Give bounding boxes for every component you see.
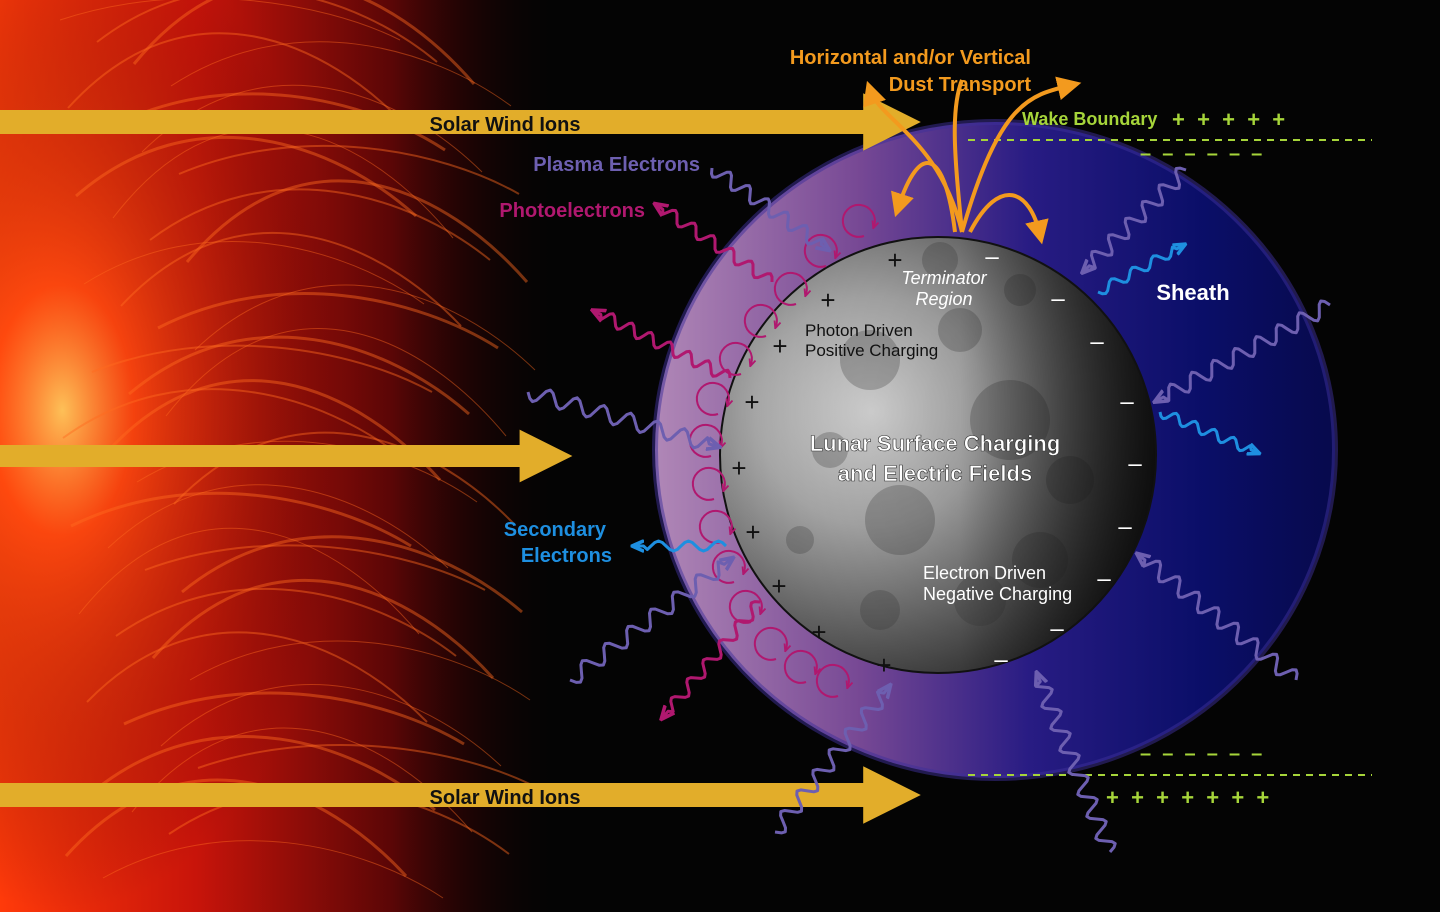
plus-charge: + (876, 650, 891, 680)
wake-boundary-label: Wake Boundary (1022, 109, 1157, 129)
dust-transport-label-1: Horizontal and/or Vertical (790, 47, 1031, 69)
moon (719, 236, 1157, 674)
wake-top-plus: + + + + + (1172, 107, 1285, 132)
electron-driven-label-1: Electron Driven (923, 563, 1046, 583)
sheath-label: Sheath (1156, 280, 1229, 305)
minus-charge: – (1097, 565, 1111, 592)
center-title-2: and Electric Fields (838, 461, 1032, 486)
minus-charge: – (1118, 513, 1132, 540)
photon-driven-label-1: Photon Driven (805, 321, 913, 340)
electron-paths (526, 166, 1331, 853)
wake-bottom-plus: + + + + + + + (1106, 785, 1269, 810)
minus-charge: – (1128, 450, 1142, 477)
terminator-label-1: Terminator (901, 268, 987, 288)
solar-wind-label-bottom: Solar Wind Ions (430, 787, 581, 809)
minus-charge: – (1051, 285, 1065, 312)
terminator-label-2: Region (915, 289, 972, 309)
photoelectron-loops (688, 203, 875, 698)
minus-charge: – (985, 243, 999, 270)
plus-charge: + (820, 285, 835, 315)
minus-charge: – (1120, 388, 1134, 415)
sheath-glow (652, 119, 1338, 781)
photon-driven-label-2: Positive Charging (805, 341, 938, 360)
plus-charge: + (745, 517, 760, 547)
minus-charge: – (1050, 615, 1064, 642)
solar-wind-label-top: Solar Wind Ions (430, 114, 581, 136)
plus-charge: + (744, 387, 759, 417)
wake-bottom-minus: – – – – – – (1140, 743, 1262, 765)
surface-charges: +++++++++––––––––– (731, 243, 1142, 680)
plus-charge: + (887, 245, 902, 275)
plus-charge: + (811, 617, 826, 647)
plus-charge: + (731, 453, 746, 483)
plasma-electrons-label: Plasma Electrons (533, 154, 700, 176)
center-title-1: Lunar Surface Charging (810, 431, 1061, 456)
dust-transport-arrows (863, 76, 1082, 245)
dust-transport-label-2: Dust Transport (889, 74, 1032, 96)
photoelectrons-label: Photoelectrons (499, 200, 645, 222)
secondary-electrons-label-2: Electrons (521, 545, 612, 567)
minus-charge: – (994, 646, 1008, 673)
plus-charge: + (771, 571, 786, 601)
plus-charge: + (772, 331, 787, 361)
electron-driven-label-2: Negative Charging (923, 584, 1072, 604)
wake-top-minus: – – – – – – (1140, 143, 1262, 165)
minus-charge: – (1090, 328, 1104, 355)
secondary-electrons-label-1: Secondary (504, 519, 607, 541)
